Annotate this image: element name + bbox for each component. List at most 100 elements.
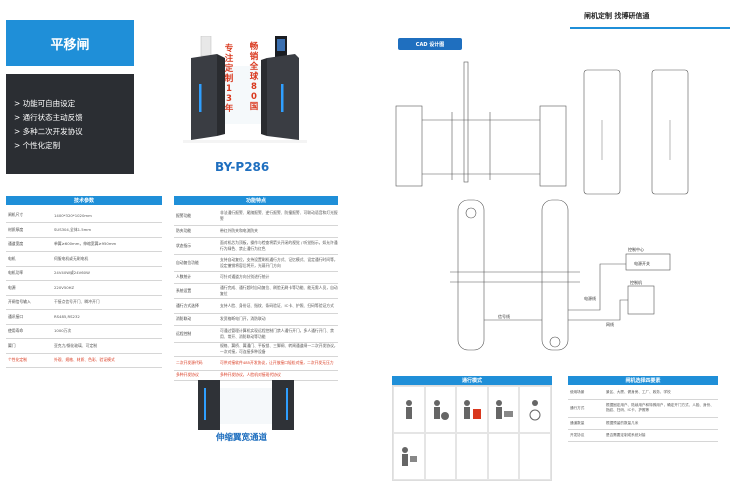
row-label: 防夹功能 — [174, 225, 218, 238]
row-label: 消防联动 — [174, 313, 218, 326]
row-value: 可针对通道方向分别进行统计 — [218, 271, 338, 284]
row-value: 是否需要定制或系统对接 — [604, 429, 718, 442]
row-label: 开发协议 — [568, 429, 604, 442]
tagline-char: 球 — [249, 72, 259, 82]
row-label: 使用寿命 — [6, 324, 52, 339]
tagline-char: 畅 — [249, 42, 259, 52]
table-row: 通道宽度单翼≥600mm，伸缩宽翼≥950mm — [6, 237, 162, 252]
spec-table-title: 技术参数 — [73, 198, 94, 204]
table-row: 规格、翼桥、翼通门、平板锁、三脚闸、转闸通道闸一二次开发协议，一次对接，可连接多… — [174, 342, 338, 357]
row-label: 多种开发协议 — [174, 370, 218, 381]
tagline-left: 专 注 定 制 1 3 年 — [224, 44, 234, 114]
func-table: 报警功能非法通行报警、尾随报警、逆行报警、防撞报警、可联动语音和灯光报警防夹功能… — [174, 208, 338, 381]
mode-grid — [392, 385, 552, 481]
row-label: 报警功能 — [174, 208, 218, 226]
row-label: 电机功率 — [6, 266, 52, 281]
row-value: 干接点信号开门、瞬冲开门 — [52, 295, 162, 310]
row-value: 根据固定用户、陆续用户和特殊用户，确定开门方式、人脸、身份、指纹、扫码、IC卡、… — [604, 399, 718, 418]
selection-header: 闸机选择四要素 — [568, 376, 718, 385]
tagline-char: 0 — [251, 92, 257, 102]
feature-item: > 个性化定制 — [14, 141, 61, 150]
label-power-box: 电源开关 — [634, 260, 650, 266]
row-value: 伺服电机或无刷电机 — [52, 251, 162, 267]
row-label: 状态指示 — [174, 237, 218, 255]
row-value: 220V50HZ — [52, 280, 162, 296]
row-value: 1000万次 — [52, 324, 162, 339]
row-value: 单翼≥600mm，伸缩宽翼≥950mm — [52, 237, 162, 252]
row-label: 使用场景 — [568, 387, 604, 400]
mode-cart-icon — [487, 386, 520, 433]
row-value: 带红外防夹和电流防夹 — [218, 225, 338, 238]
row-value: 非法通行报警、尾随报警、逆行报警、防撞报警、可联动语音和灯光报警 — [218, 208, 338, 226]
row-value: 可供对接软件485开发协议，让开放接口轻松对接，二次开发无压力 — [218, 356, 338, 371]
tagline-char: 国 — [249, 102, 259, 112]
product-title-box: 平移闸 — [6, 20, 134, 66]
row-label: 电机 — [6, 251, 52, 267]
table-row: 电机伺服电机或无刷电机 — [6, 251, 162, 267]
row-label: 电源 — [6, 280, 52, 296]
row-value: 支持人脸、身份证、指纹、条码验证、IC卡、护照、扫码等验证方式 — [218, 298, 338, 314]
func-table-title: 功能特点 — [245, 198, 266, 204]
mode-header-title: 通行模式 — [461, 378, 482, 384]
header-divider — [570, 27, 730, 29]
mode-luggage-icon — [456, 386, 488, 433]
tagline-char: 年 — [224, 104, 234, 114]
row-value: 24V40W或24V60W — [52, 266, 162, 281]
table-row: 通道数量根据预留的数量几米 — [568, 417, 718, 430]
plan-view — [450, 199, 671, 351]
feature-item: > 通行状态主动反馈 — [14, 113, 83, 122]
row-value: 面对机芯为顶板，操作与检查将箭头开闭的视觉 / 听觉指示，如允许通行为绿色、禁止… — [218, 237, 338, 255]
row-label: 通道数量 — [568, 417, 604, 430]
row-label: 远程控制 — [174, 325, 218, 343]
table-row: 消防联动发资格断电门开，消防联动 — [174, 313, 338, 326]
mode-header: 通行模式 — [392, 376, 552, 385]
wide-lane-gate-image — [198, 380, 294, 430]
mode-empty-cell — [424, 433, 457, 480]
row-label: 自动复位功能 — [174, 254, 218, 272]
table-row: 多种开发协议多种开发协议，人脸机对接现代协议 — [174, 370, 338, 381]
feature-panel — [6, 74, 134, 174]
row-value: 可通过管理计算机实现远程控制门禁人通行开门，多人通行开门、禁用、常开、消防联动等… — [218, 325, 338, 343]
table-row: 系统设置通行完成、通行超时自动复位、刷脸无刷卡等功能、能无需人员，自动复位 — [174, 283, 338, 299]
row-value: 外观、规格、材质、色彩、验证模式 — [52, 353, 162, 368]
tagline-char: 全 — [249, 62, 259, 72]
cad-label: CAD 设计图 — [398, 38, 462, 50]
mode-stroller-icon — [393, 433, 425, 480]
row-value: 亚克力/钢化玻璃、可定制 — [52, 338, 162, 354]
selection-header-title: 闸机选择四要素 — [625, 378, 661, 384]
product-title: 平移闸 — [50, 37, 90, 53]
table-row: 开闸信号输入干接点信号开门、瞬冲开门 — [6, 295, 162, 310]
label-power: 电源线 — [584, 295, 596, 301]
mode-empty-cell — [519, 433, 551, 480]
row-label: 个性化定制 — [6, 353, 52, 368]
tagline-char: 1 — [226, 84, 232, 94]
table-row: 报警功能非法通行报警、尾随报警、逆行报警、防撞报警、可联动语音和灯光报警 — [174, 208, 338, 226]
side-view — [583, 69, 689, 195]
row-label: 系统设置 — [174, 283, 218, 299]
tagline-right: 畅 销 全 球 8 0 国 — [249, 42, 259, 112]
row-value: 发资格断电门开，消防联动 — [218, 313, 338, 326]
row-value: 根据预留的数量几米 — [604, 417, 718, 430]
wide-lane-caption: 伸缩翼宽通道 — [216, 433, 268, 443]
row-label: 人数统计 — [174, 271, 218, 284]
row-value: RS485,RS232 — [52, 309, 162, 325]
tagline-char: 制 — [224, 74, 234, 84]
table-row: 二次开发源代码可供对接软件485开发协议，让开放接口轻松对接，二次开发无压力 — [174, 356, 338, 371]
feature-item: > 多种二次开发协议 — [14, 127, 83, 136]
row-label: 翼门 — [6, 338, 52, 354]
row-label: 通行方式 — [568, 399, 604, 418]
selection-table: 使用场景景区、大厦、健身房、工厂、政务、学校通行方式根据固定用户、陆续用户和特殊… — [568, 387, 718, 442]
cad-drawing: 控制中心 电源开关 控制机 电源线 网线 信号线 — [395, 61, 689, 351]
table-row: 状态指示面对机芯为顶板，操作与检查将箭头开闭的视觉 / 听觉指示，如允许通行为绿… — [174, 237, 338, 255]
mode-empty-cell — [487, 433, 520, 480]
row-label: 通道宽度 — [6, 237, 52, 252]
label-control-center: 控制中心 — [628, 246, 644, 252]
row-value: 1400*320*1020mm — [52, 208, 162, 223]
